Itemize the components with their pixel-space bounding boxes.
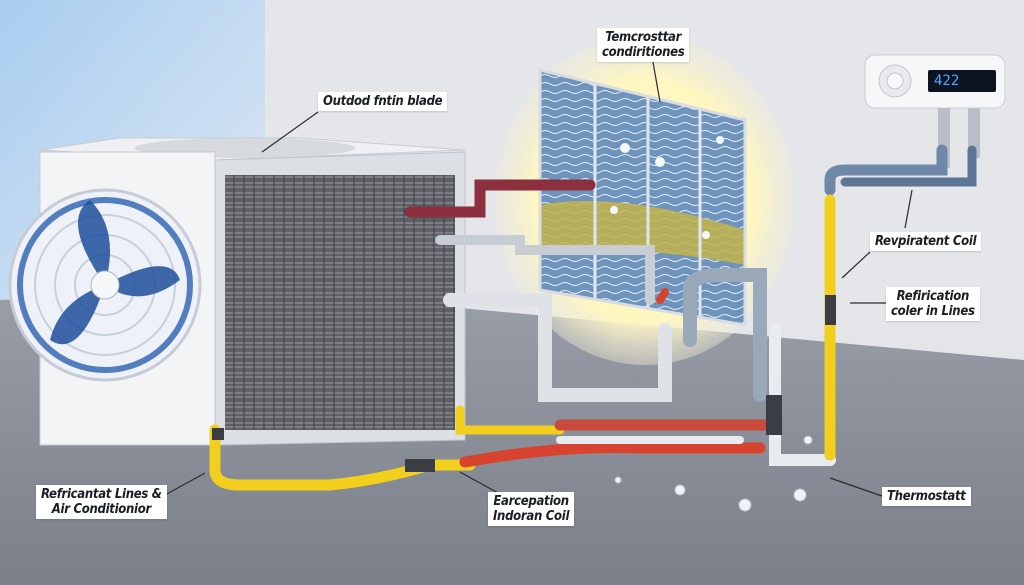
red-pipe <box>459 442 766 468</box>
maroon-pipe <box>404 179 596 218</box>
label-line: condiritiones <box>602 45 685 60</box>
label-coil-right: Revpiratent Coil <box>870 232 982 251</box>
label-thermostat-bottom: Thermostatt <box>882 487 971 506</box>
label-line: Refirication <box>896 289 970 304</box>
label-fan-blade: Outdod fntin blade <box>318 92 448 111</box>
label-line: coler in Lines <box>891 304 975 319</box>
label-lines-right: Refirication coler in Lines <box>886 287 980 321</box>
label-line: Earcepation <box>493 494 569 509</box>
label-line: Temcrosttar <box>605 30 682 45</box>
label-line: Refricantat Lines & <box>41 487 162 502</box>
label-thermostat-top: Temcrosttar condiritiones <box>597 28 690 62</box>
label-lines-left: Refricantat Lines & Air Conditionior <box>36 485 167 519</box>
label-indoor-coil: Earcepation Indoran Coil <box>488 492 575 526</box>
outdoor-ac-unit <box>8 137 466 446</box>
gray-pipe <box>443 293 672 402</box>
thermostat-display: 422 <box>928 70 996 92</box>
gray-pipe-top <box>824 144 948 196</box>
label-line: Indoran Coil <box>493 509 570 524</box>
label-line: Air Conditionior <box>51 502 152 517</box>
